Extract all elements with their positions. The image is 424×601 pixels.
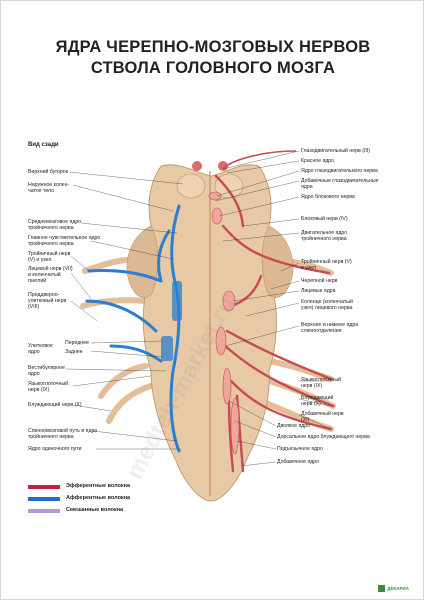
label-trigeminal-nerve-right: Тройничный нерв (V) и узел (301, 259, 352, 271)
label-dorsal-vagal-nucleus: Дорсальное ядро блуждающего нерва (277, 434, 370, 440)
label-accessory-nerve: Добавочный нерв (XI) (301, 411, 344, 423)
oculomotor-nerve (222, 150, 297, 170)
label-trigeminal-motor-nucleus: Двигательное ядро тройничного нерва (301, 230, 348, 242)
label-lateral-geniculate-body: Наружное колен-чатое тело (28, 182, 70, 194)
logo-text: ДЕКАРИА (387, 586, 409, 591)
title-line-1: ЯДРА ЧЕРЕПНО-МОЗГОВЫХ НЕРВОВ (55, 38, 371, 56)
left-colliculus (176, 173, 206, 199)
label-oculomotor-nucleus: Ядро глазодвигательного нерва (301, 168, 378, 174)
label-oculomotor-nerve: Глазодвигательный нерв (III) (301, 148, 370, 154)
label-trochlear-nucleus: Ядро блокового нерва (301, 194, 355, 200)
page-title: ЯДРА ЧЕРЕПНО-МОЗГОВЫХ НЕРВОВ СТВОЛА ГОЛО… (1, 37, 424, 79)
label-salivatory-nuclei: Верхнее и нижнее ядра слюноотделения (301, 322, 359, 334)
right-colliculus (214, 173, 244, 199)
label-red-nucleus: Красное ядро (301, 158, 335, 164)
left-glossopharyngeal-nerve (98, 363, 149, 399)
label-facial-nerve: Лицевой нерв (VII) и коленчатый ганглий (28, 266, 73, 284)
label-facial-genu: Коленце (коленчатый узел) лицевого нерва (301, 299, 353, 311)
label-vestibulocochlear-nerve: Преддверно-улитковый нерв (VIII) (28, 292, 67, 310)
label-trigeminal-nerve-left: Тройничный нерв (V) и узел (28, 251, 71, 263)
legend-swatch-mixed (28, 509, 60, 513)
label-spinal-trigeminal-tract: Спинномозговой путь и ядро тройничного н… (28, 428, 98, 440)
label-principal-sensory-nucleus: Главное чувствительное ядро тройничного … (28, 235, 101, 247)
label-vagus-nerve-left: Блуждающий нерв (X) (28, 402, 82, 408)
legend-label-afferent: Афферентные волокна (66, 495, 131, 501)
logo-square-icon (378, 585, 386, 592)
left-facial-nerve (80, 297, 154, 309)
label-solitary-nucleus: Ядро одиночного пути (28, 446, 82, 452)
label-accessory-nucleus: Добавочное ядро (277, 459, 320, 465)
label-vagus-nerve-right: Блуждающий нерв (X) (301, 395, 334, 407)
legend-swatch-efferent (28, 485, 60, 489)
efferent-nuclei (208, 191, 240, 455)
afferent-nuclei (161, 281, 182, 361)
legend-swatch-afferent (28, 497, 60, 501)
label-accessory-oculomotor-nuclei: Добавочные глазодвигательные ядра (301, 178, 379, 190)
afferent-pathways (85, 204, 181, 453)
label-facial-nuclei: Лицевые ядра (301, 288, 336, 294)
label-hypoglossal-nucleus: Подъязычное ядро (277, 446, 323, 452)
publisher-logo: ДЕКАРИА (378, 585, 409, 592)
title-line-2: СТВОЛА ГОЛОВНОГО МОЗГА (90, 59, 336, 77)
left-peduncle (126, 225, 159, 298)
label-mesencephalic-nucleus: Среднемозговое ядро тройничного нерва (28, 219, 82, 231)
label-vestibular-nucleus: Вестибулярное ядро (28, 365, 65, 377)
leader-lines-right (214, 150, 332, 467)
view-label: Вид сзади (28, 142, 59, 148)
label-cochlear-nucleus: Улитковое ядро (28, 343, 53, 355)
label-anterior: Переднее (65, 340, 89, 346)
leader-lines-left (65, 171, 184, 450)
label-cranial-nerve: Черепной нерв (301, 278, 338, 284)
label-glossopharyngeal-nerve-left: Языкоглоточный нерв (IX) (28, 381, 68, 393)
label-nucleus-ambiguus: Двоякое ядро (277, 423, 311, 429)
label-glossopharyngeal-nerve-right: Языкоглоточный нерв (IX) (301, 377, 341, 389)
label-posterior: Заднее (65, 349, 83, 355)
label-trochlear-nerve: Блоковый нерв (IV) (301, 216, 348, 222)
legend-label-efferent: Эфферентные волокна (66, 483, 131, 489)
left-vagus-nerve (106, 383, 154, 424)
label-superior-colliculus: Верхний бугорок (28, 169, 69, 175)
red-nucleus (192, 161, 202, 171)
legend-label-mixed: Смешанные волокна (66, 507, 124, 513)
